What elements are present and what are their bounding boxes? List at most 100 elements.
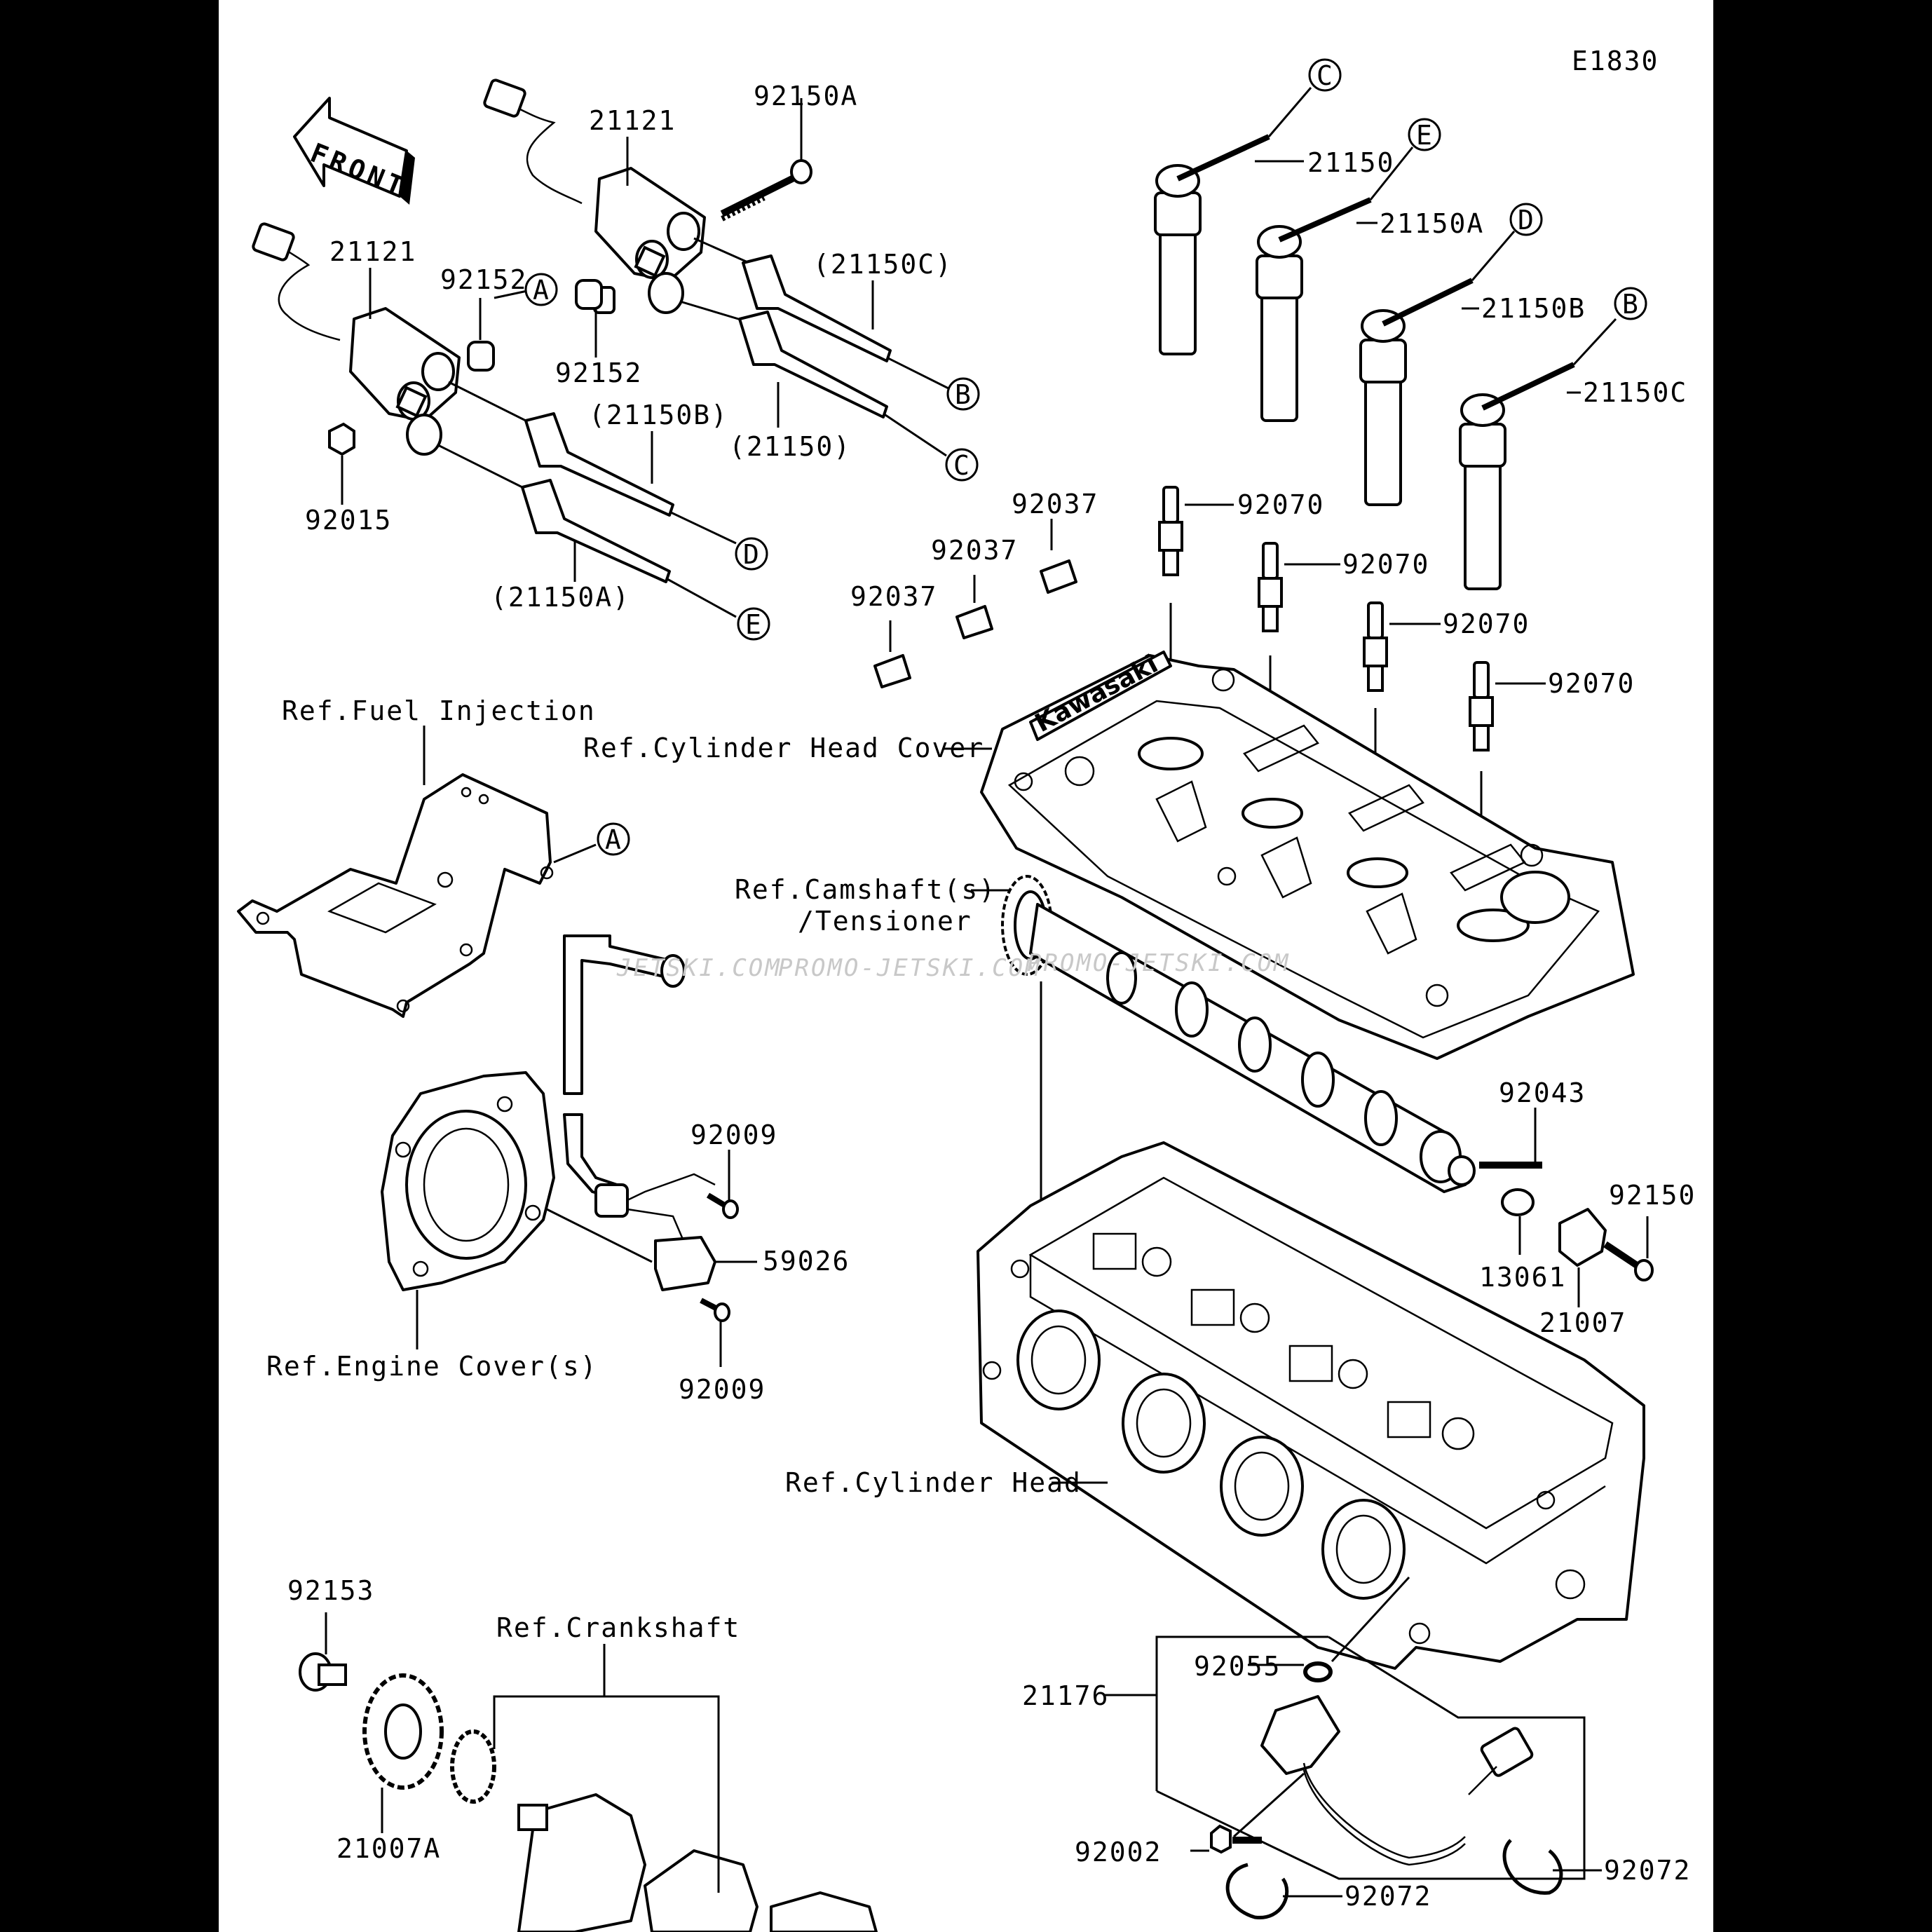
part-92150: 92150 xyxy=(1609,1180,1696,1211)
clamp-92072-left xyxy=(1225,1863,1342,1919)
ref-camshaft: Ref.Camshaft(s) xyxy=(735,874,996,905)
cam-sensor-21176 xyxy=(1260,1695,1534,1866)
plug-cap-21150C xyxy=(1459,318,1617,590)
sensor-59026 xyxy=(546,1173,757,1291)
bolt-92002 xyxy=(1190,1772,1305,1854)
connector-B-1 xyxy=(946,377,980,411)
bolt-92150A xyxy=(720,98,812,222)
part-92037-2: 92037 xyxy=(931,535,1018,566)
ref-fuel-injection: Ref.Fuel Injection xyxy=(282,695,596,726)
boot-21150-bracket xyxy=(738,311,947,457)
spacer-92152-upper xyxy=(575,279,603,310)
connector-E-2-letter: E xyxy=(1416,120,1434,151)
part-21121-lower: 21121 xyxy=(329,236,416,267)
connector-D-2-letter: D xyxy=(1518,205,1535,236)
ref-cylinder-head-cover: Ref.Cylinder Head Cover xyxy=(583,733,984,763)
part-92043: 92043 xyxy=(1499,1077,1586,1108)
clamp-92072-right xyxy=(1502,1839,1602,1895)
part-92072-right: 92072 xyxy=(1604,1855,1691,1886)
part-92152-right: 92152 xyxy=(555,358,642,388)
clamp-92037-1 xyxy=(1040,519,1077,594)
connector-B-1-letter: B xyxy=(955,379,972,410)
ref-tensioner: /Tensioner xyxy=(798,906,972,937)
connector-A-2-letter: A xyxy=(605,824,623,855)
connector-D-2 xyxy=(1509,203,1543,236)
watermark-1: JETSKI.COM xyxy=(616,954,782,982)
part-21007-icon xyxy=(1558,1208,1607,1307)
part-21150-paren: (21150) xyxy=(729,431,851,462)
part-21150B-paren: (21150B) xyxy=(589,400,728,430)
watermark-2: PROMO-JETSKI.COM xyxy=(778,954,1042,982)
connector-D-1 xyxy=(735,537,768,571)
part-59026: 59026 xyxy=(763,1246,850,1277)
part-92072-left: 92072 xyxy=(1345,1881,1431,1912)
fuel-injection-bracket xyxy=(237,726,554,1018)
part-92055: 92055 xyxy=(1194,1651,1281,1682)
nut-92015 xyxy=(328,422,355,505)
connector-E-2 xyxy=(1408,118,1441,151)
connector-A-2 xyxy=(597,822,630,856)
dowel-pin-92043 xyxy=(1479,1108,1542,1169)
boot-21150C-bracket xyxy=(742,254,951,390)
connector-E-1-letter: E xyxy=(745,609,763,640)
watermark-3: PROMO-JETSKI.COM xyxy=(1027,949,1291,977)
part-13061: 13061 xyxy=(1479,1262,1566,1293)
connector-C-2 xyxy=(1308,58,1342,92)
boot-21150A-bracket xyxy=(521,479,737,618)
part-21007: 21007 xyxy=(1539,1307,1626,1338)
part-13061-icon xyxy=(1501,1188,1535,1255)
ref-crankshaft: Ref.Crankshaft xyxy=(496,1612,740,1643)
ref-engine-cover: Ref.Engine Cover(s) xyxy=(266,1351,598,1382)
bolt-92150 xyxy=(1603,1216,1654,1281)
part-21176: 21176 xyxy=(1022,1680,1109,1711)
front-arrow-icon: FRONT xyxy=(293,97,415,205)
part-92015: 92015 xyxy=(305,505,392,536)
connector-B-2-letter: B xyxy=(1622,289,1640,320)
part-21150A: 21150A xyxy=(1380,208,1484,239)
part-21150B: 21150B xyxy=(1481,293,1586,324)
part-92070-3: 92070 xyxy=(1443,608,1530,639)
part-92153: 92153 xyxy=(287,1575,374,1606)
clamp-92037-3 xyxy=(873,620,911,688)
hose-assembly xyxy=(563,934,686,1200)
oring-92055 xyxy=(1248,1576,1410,1682)
part-21150C-paren: (21150C) xyxy=(813,249,953,280)
engine-cover-plate xyxy=(381,1071,555,1349)
camshaft xyxy=(1001,875,1476,1193)
boot-21150B-bracket xyxy=(524,412,737,545)
part-92070-2: 92070 xyxy=(1342,549,1429,580)
part-92152-left: 92152 xyxy=(440,264,527,295)
spacer-92152-lower xyxy=(467,341,495,372)
ignition-coil-lower xyxy=(252,222,461,456)
connector-A-1-letter: A xyxy=(533,275,550,306)
cylinder-head-cover: Kawasaki xyxy=(980,650,1635,1060)
diagram-code: E1830 xyxy=(1572,46,1659,76)
crankshaft xyxy=(450,1729,878,1932)
connector-D-1-letter: D xyxy=(743,539,761,570)
part-92037-3: 92037 xyxy=(850,581,937,612)
part-92037-1: 92037 xyxy=(1012,489,1098,519)
connector-C-1-letter: C xyxy=(953,450,971,481)
part-92070-1: 92070 xyxy=(1237,489,1324,520)
plug-cap-21150B xyxy=(1359,231,1516,506)
ref-cylinder-head: Ref.Cylinder Head xyxy=(785,1467,1082,1498)
plug-cap-21150A xyxy=(1256,147,1414,422)
part-21150C: 21150C xyxy=(1583,377,1687,408)
connector-C-2-letter: C xyxy=(1317,60,1334,91)
part-21121-upper: 21121 xyxy=(589,105,676,136)
part-21150: 21150 xyxy=(1307,147,1394,178)
part-92070-4: 92070 xyxy=(1548,668,1635,699)
plug-cap-21150 xyxy=(1154,87,1312,355)
clamp-92037-2 xyxy=(955,575,993,639)
part-92009-lower: 92009 xyxy=(679,1374,766,1405)
spark-plug-3 xyxy=(1363,601,1441,866)
cylinder-head xyxy=(977,1141,1645,1670)
connector-A-1 xyxy=(524,273,558,306)
part-21007A: 21007A xyxy=(336,1833,441,1864)
screw-92009-lower xyxy=(700,1298,730,1367)
part-21150A-paren: (21150A) xyxy=(491,582,630,613)
connector-E-1 xyxy=(737,607,770,641)
timing-rotor-21007A xyxy=(362,1673,444,1833)
connector-C-1 xyxy=(945,448,979,482)
